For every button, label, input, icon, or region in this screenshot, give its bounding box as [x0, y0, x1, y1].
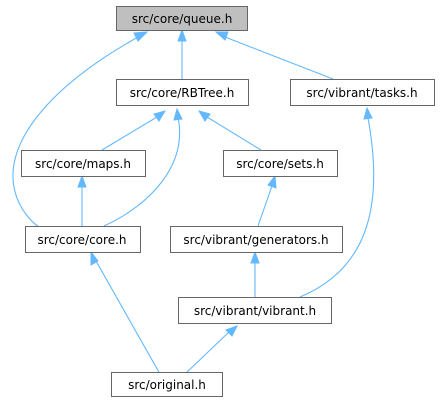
- node-vibrant-h[interactable]: src/vibrant/vibrant.h: [178, 297, 332, 324]
- node-generators-h[interactable]: src/vibrant/generators.h: [170, 226, 343, 253]
- node-queue-h-label: src/core/queue.h: [132, 12, 233, 26]
- edge-rbtree-to-sets: [197, 110, 262, 151]
- node-original-h[interactable]: src/original.h: [111, 372, 223, 397]
- node-tasks-h-label: src/vibrant/tasks.h: [306, 86, 417, 100]
- nodes-layer: src/core/queue.h src/core/RBTree.h src/v…: [21, 6, 435, 397]
- node-maps-h-label: src/core/maps.h: [35, 157, 131, 171]
- edge-rbtree-to-maps: [101, 110, 167, 151]
- node-queue-h[interactable]: src/core/queue.h: [116, 6, 248, 31]
- edge-queue-to-core: [12, 31, 149, 227]
- node-core-h[interactable]: src/core/core.h: [25, 226, 141, 253]
- node-tasks-h[interactable]: src/vibrant/tasks.h: [290, 79, 435, 106]
- edge-maps-to-core: [77, 174, 87, 226]
- node-vibrant-h-label: src/vibrant/vibrant.h: [194, 304, 316, 318]
- node-core-h-label: src/core/core.h: [37, 233, 126, 247]
- edge-tasks-to-vibrant: [299, 106, 375, 298]
- edge-vibrant-to-original: [185, 325, 239, 374]
- node-original-h-label: src/original.h: [128, 378, 206, 392]
- node-sets-h-label: src/core/sets.h: [236, 157, 324, 171]
- edge-generators-to-vibrant: [250, 250, 260, 297]
- node-maps-h[interactable]: src/core/maps.h: [21, 150, 146, 177]
- node-rbtree-h-label: src/core/RBTree.h: [130, 86, 235, 100]
- node-sets-h[interactable]: src/core/sets.h: [223, 150, 338, 177]
- node-rbtree-h[interactable]: src/core/RBTree.h: [116, 79, 249, 106]
- edge-rbtree-to-core: [103, 107, 183, 227]
- edge-core-to-original: [90, 250, 161, 375]
- edge-queue-to-tasks: [214, 31, 334, 80]
- edge-queue-to-rbtree: [177, 28, 187, 79]
- edge-sets-to-generators: [257, 174, 277, 227]
- node-generators-h-label: src/vibrant/generators.h: [183, 233, 328, 247]
- edges-layer: [12, 28, 375, 375]
